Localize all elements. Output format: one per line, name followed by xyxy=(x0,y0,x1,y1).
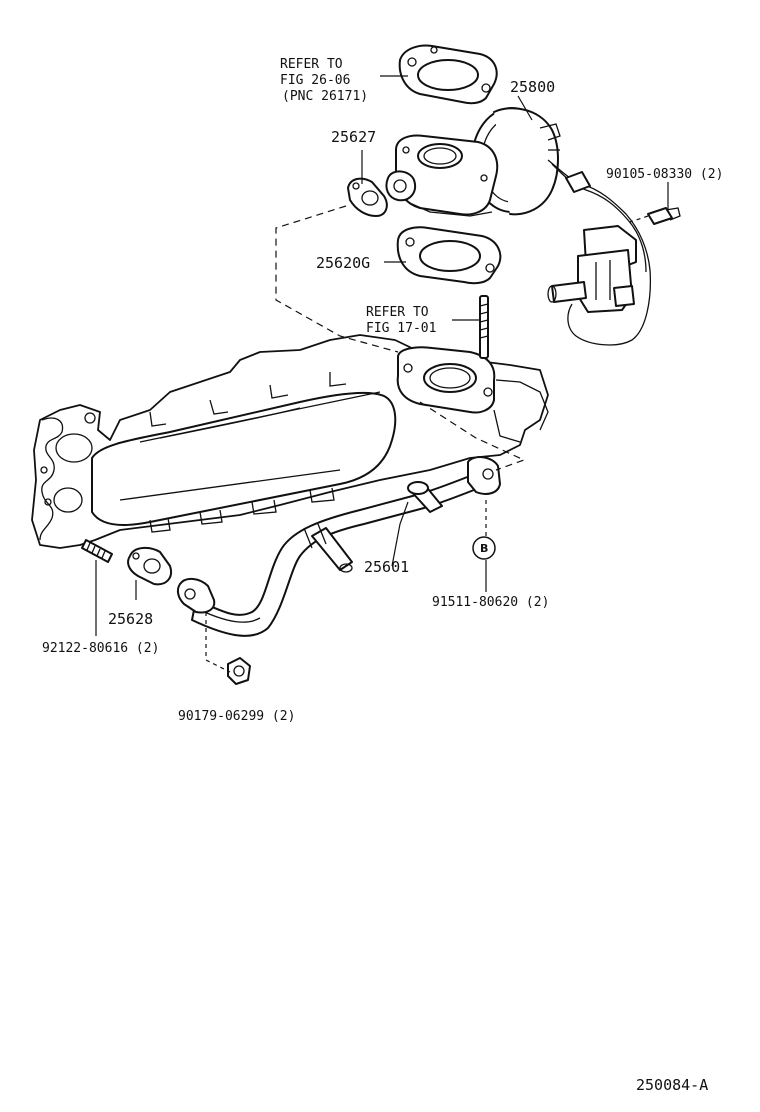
egr-valve-25800 xyxy=(385,107,561,217)
refer-fig-26-line1: REFER TO xyxy=(280,57,343,72)
refer-fig-17-line1: REFER TO xyxy=(366,305,429,320)
label-refer-fig-26: REFER TO FIG 26-06 (PNC 26171) xyxy=(280,57,368,104)
label-92122-80616: 92122-80616 (2) xyxy=(42,641,159,656)
label-90179-06299: 90179-06299 (2) xyxy=(178,709,295,724)
gasket-25627 xyxy=(347,177,388,217)
label-91511-80620: 91511-80620 (2) xyxy=(432,595,549,610)
intake-manifold xyxy=(31,334,549,549)
stud-bolt-upper xyxy=(479,295,489,359)
callout-b-circle xyxy=(472,536,496,560)
refer-fig-26-line2: FIG 26-06 xyxy=(280,73,350,88)
leader-lines xyxy=(95,75,669,636)
stud-92122 xyxy=(81,539,113,563)
label-25601: 25601 xyxy=(364,558,409,576)
figure-code: 250084-A xyxy=(636,1076,708,1094)
refer-fig-17-line2: FIG 17-01 xyxy=(366,321,436,336)
label-25628: 25628 xyxy=(108,610,153,628)
gasket-25628 xyxy=(127,546,172,586)
gasket-26171 xyxy=(398,44,498,105)
callout-b: B xyxy=(472,536,496,560)
assembly-dash-lines xyxy=(205,205,649,673)
vacuum-switching-valve xyxy=(547,159,681,346)
label-25620g: 25620G xyxy=(316,254,370,272)
label-25627: 25627 xyxy=(331,128,376,146)
egr-pipe-25601 xyxy=(176,456,501,637)
label-refer-fig-17: REFER TO FIG 17-01 xyxy=(366,305,436,336)
refer-fig-26-line3: (PNC 26171) xyxy=(282,89,368,104)
label-90105-08330: 90105-08330 (2) xyxy=(606,167,723,182)
callout-b-letter: B xyxy=(480,542,488,555)
nut-90179 xyxy=(227,657,251,685)
gasket-25620g xyxy=(396,226,502,285)
label-25800: 25800 xyxy=(510,78,555,96)
